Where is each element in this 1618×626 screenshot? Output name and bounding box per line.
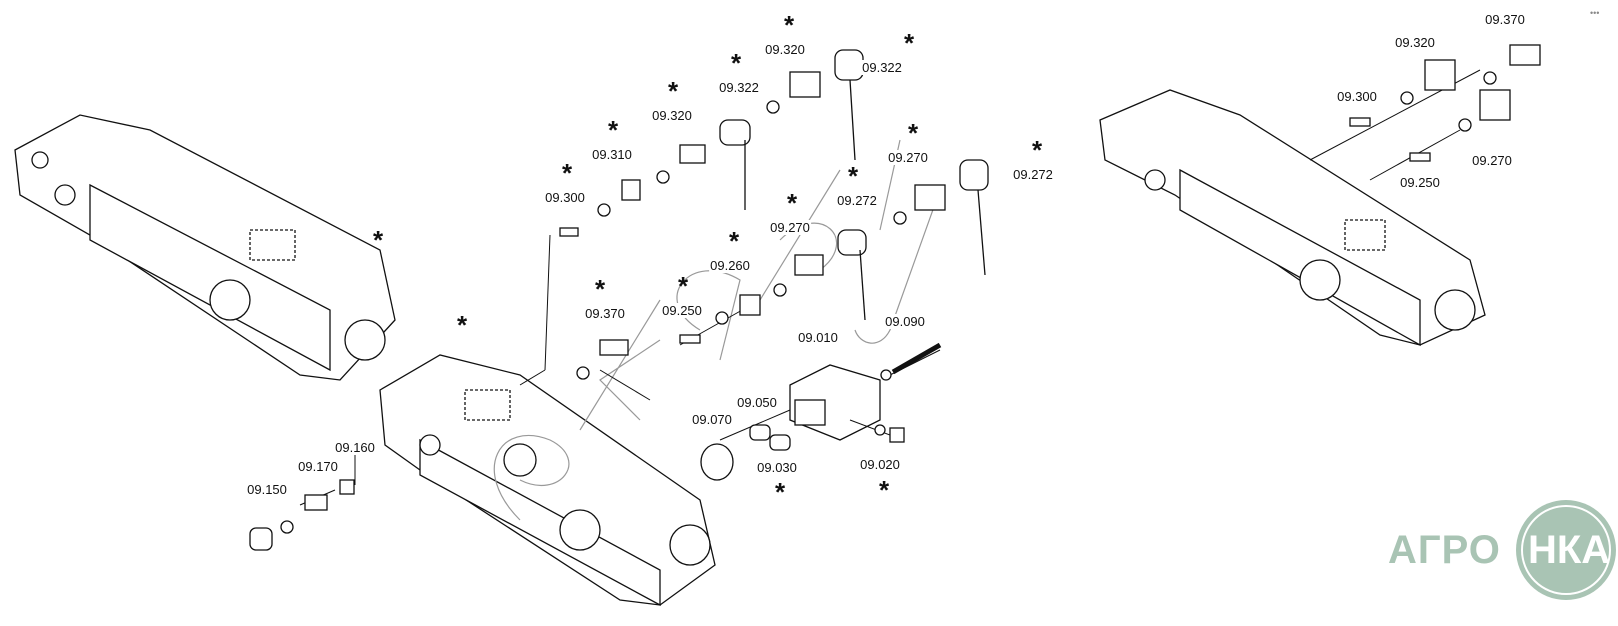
label-09-322: 09.322 [861,60,903,75]
asterisk-mark: * [728,226,740,256]
housing-right [1099,89,1486,347]
label-09-160: 09.160 [334,440,376,455]
asterisk-mark: * [372,225,384,255]
label-09-020: 09.020 [859,457,901,472]
label-09-260: 09.260 [709,258,751,273]
label-09-070: 09.070 [691,412,733,427]
housing-left [14,114,396,381]
corner-dots: ••• [1590,8,1600,18]
asterisk-mark: * [1031,135,1043,165]
label-09-300: 09.300 [544,190,586,205]
agronka-logo: АГРО НКА [1388,500,1618,600]
label-09-300-right: 09.300 [1336,89,1378,104]
label-09-272: 09.272 [836,193,878,208]
asterisk-mark: * [878,475,890,505]
asterisk-mark: * [456,310,468,340]
label-09-320: 09.320 [764,42,806,57]
label-09-270: 09.270 [769,220,811,235]
label-09-050: 09.050 [736,395,778,410]
label-09-250: 09.250 [661,303,703,318]
label-09-320-right: 09.320 [1394,35,1436,50]
logo-text-right: НКА [1528,528,1611,572]
label-09-030: 09.030 [756,460,798,475]
asterisk-mark: * [667,76,679,106]
label-09-150: 09.150 [246,482,288,497]
label-09-270: 09.270 [887,150,929,165]
small-parts [249,44,1541,551]
label-09-370-right: 09.370 [1484,12,1526,27]
label-09-320: 09.320 [651,108,693,123]
logo-ring [1521,505,1611,595]
valve-block [789,364,881,441]
logo-text-left: АГРО [1388,528,1501,572]
label-09-090: 09.090 [884,314,926,329]
label-09-272: 09.272 [1012,167,1054,182]
asterisk-mark: * [594,274,606,304]
label-09-270-right: 09.270 [1471,153,1513,168]
label-09-310: 09.310 [591,147,633,162]
label-09-322: 09.322 [718,80,760,95]
label-09-250-right: 09.250 [1399,175,1441,190]
label-09-010: 09.010 [797,330,839,345]
asterisk-mark: * [847,161,859,191]
asterisk-mark: * [786,188,798,218]
asterisk-mark: * [783,10,795,40]
asterisk-mark: * [774,477,786,507]
asterisk-mark: * [903,28,915,58]
label-09-170: 09.170 [297,459,339,474]
asterisk-mark: * [561,158,573,188]
asterisk-mark: * [907,118,919,148]
asterisk-mark: * [607,115,619,145]
housing-center [379,354,716,607]
asterisk-mark: * [677,271,689,301]
label-09-370: 09.370 [584,306,626,321]
asterisk-mark: * [730,48,742,78]
